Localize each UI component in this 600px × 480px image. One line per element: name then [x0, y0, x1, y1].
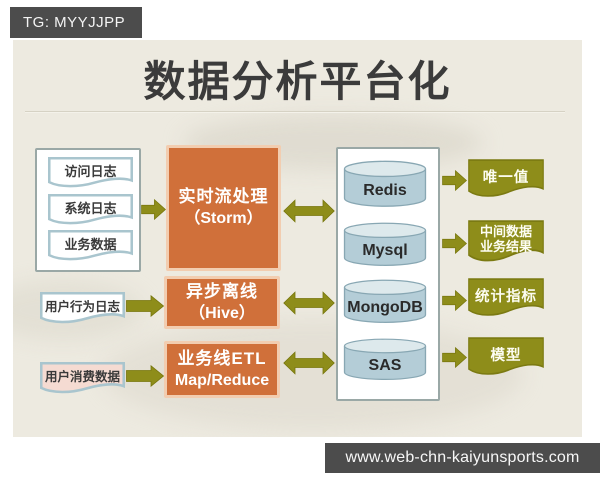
arrow-right-icon [442, 170, 467, 191]
database-label: Redis [363, 182, 407, 200]
document-shape-icon [40, 292, 125, 324]
database-label: MongoDB [347, 299, 423, 317]
promo-banner: TG: MYYJJPP [10, 7, 142, 38]
database-cylinder-icon [343, 338, 427, 381]
arrow-bidirectional-icon [283, 289, 335, 317]
database-mysql: Mysql [341, 222, 429, 267]
database-label: Mysql [362, 242, 408, 260]
processor-label: 业务线ETL [177, 348, 267, 368]
document-shape-icon [468, 220, 544, 262]
document-shape-icon [40, 362, 125, 394]
output-label: 模型 [490, 347, 522, 364]
arrow-right-icon [442, 347, 467, 368]
processor-storm: 实时流处理 （Storm） [166, 145, 281, 271]
source-doc-system-log: 系统日志 [48, 194, 133, 227]
document-shape-icon [48, 157, 133, 188]
source-doc-label: 访问日志 [64, 164, 117, 180]
output-label: 统计指标 [475, 288, 537, 305]
database-label: SAS [368, 356, 402, 374]
arrow-bidirectional-icon [283, 349, 335, 377]
processor-label: 异步离线 [186, 281, 258, 301]
document-shape-icon [468, 337, 544, 375]
output-label: 唯一值 [482, 169, 530, 186]
database-sas: SAS [341, 338, 429, 381]
database-cylinder-icon [343, 160, 427, 207]
output-label-line: 业务结果 [479, 238, 532, 254]
processor-etl: 业务线ETL Map/Reduce [164, 341, 280, 398]
source-doc-label: 业务数据 [64, 237, 117, 253]
source-doc-business-data: 业务数据 [48, 230, 133, 263]
database-mongodb: MongoDB [341, 279, 429, 324]
output-model: 模型 [468, 337, 544, 379]
output-intermediate-results: 中间数据 业务结果 [468, 220, 544, 266]
output-label: 中间数据 业务结果 [468, 220, 544, 258]
arrow-right-icon [126, 295, 164, 317]
processor-hive: 异步离线 （Hive） [164, 276, 280, 329]
processor-sublabel: （Hive） [189, 304, 255, 322]
source-doc-label: 用户行为日志 [44, 300, 120, 315]
source-doc-user-consume-data: 用户消费数据 [40, 362, 125, 396]
document-shape-icon [48, 230, 133, 261]
output-statistics: 统计指标 [468, 278, 544, 320]
source-doc-label: 用户消费数据 [44, 370, 120, 385]
database-cylinder-icon [343, 222, 427, 266]
database-redis: Redis [341, 160, 429, 208]
database-cylinder-icon [343, 279, 427, 323]
title-divider [25, 111, 565, 113]
document-shape-icon [48, 194, 133, 225]
arrow-right-icon [442, 233, 467, 254]
document-shape-icon [468, 159, 544, 197]
output-unique-value: 唯一值 [468, 159, 544, 201]
watermark-banner: www.web-chn-kaiyunsports.com [325, 443, 600, 473]
arrow-right-icon [126, 365, 164, 387]
processor-sublabel: （Storm） [184, 210, 263, 227]
page-title: 数据分析平台化 [143, 58, 452, 105]
source-doc-label: 系统日志 [64, 201, 117, 217]
arrow-right-icon [141, 199, 166, 220]
source-doc-access-log: 访问日志 [48, 157, 133, 190]
arrow-right-icon [442, 290, 467, 311]
arrow-bidirectional-icon [283, 197, 335, 225]
processor-sublabel: Map/Reduce [174, 371, 270, 389]
document-shape-icon [468, 278, 544, 316]
source-doc-user-behavior-log: 用户行为日志 [40, 292, 125, 326]
output-label-line: 中间数据 [479, 223, 532, 239]
processor-label: 实时流处理 [178, 187, 269, 206]
